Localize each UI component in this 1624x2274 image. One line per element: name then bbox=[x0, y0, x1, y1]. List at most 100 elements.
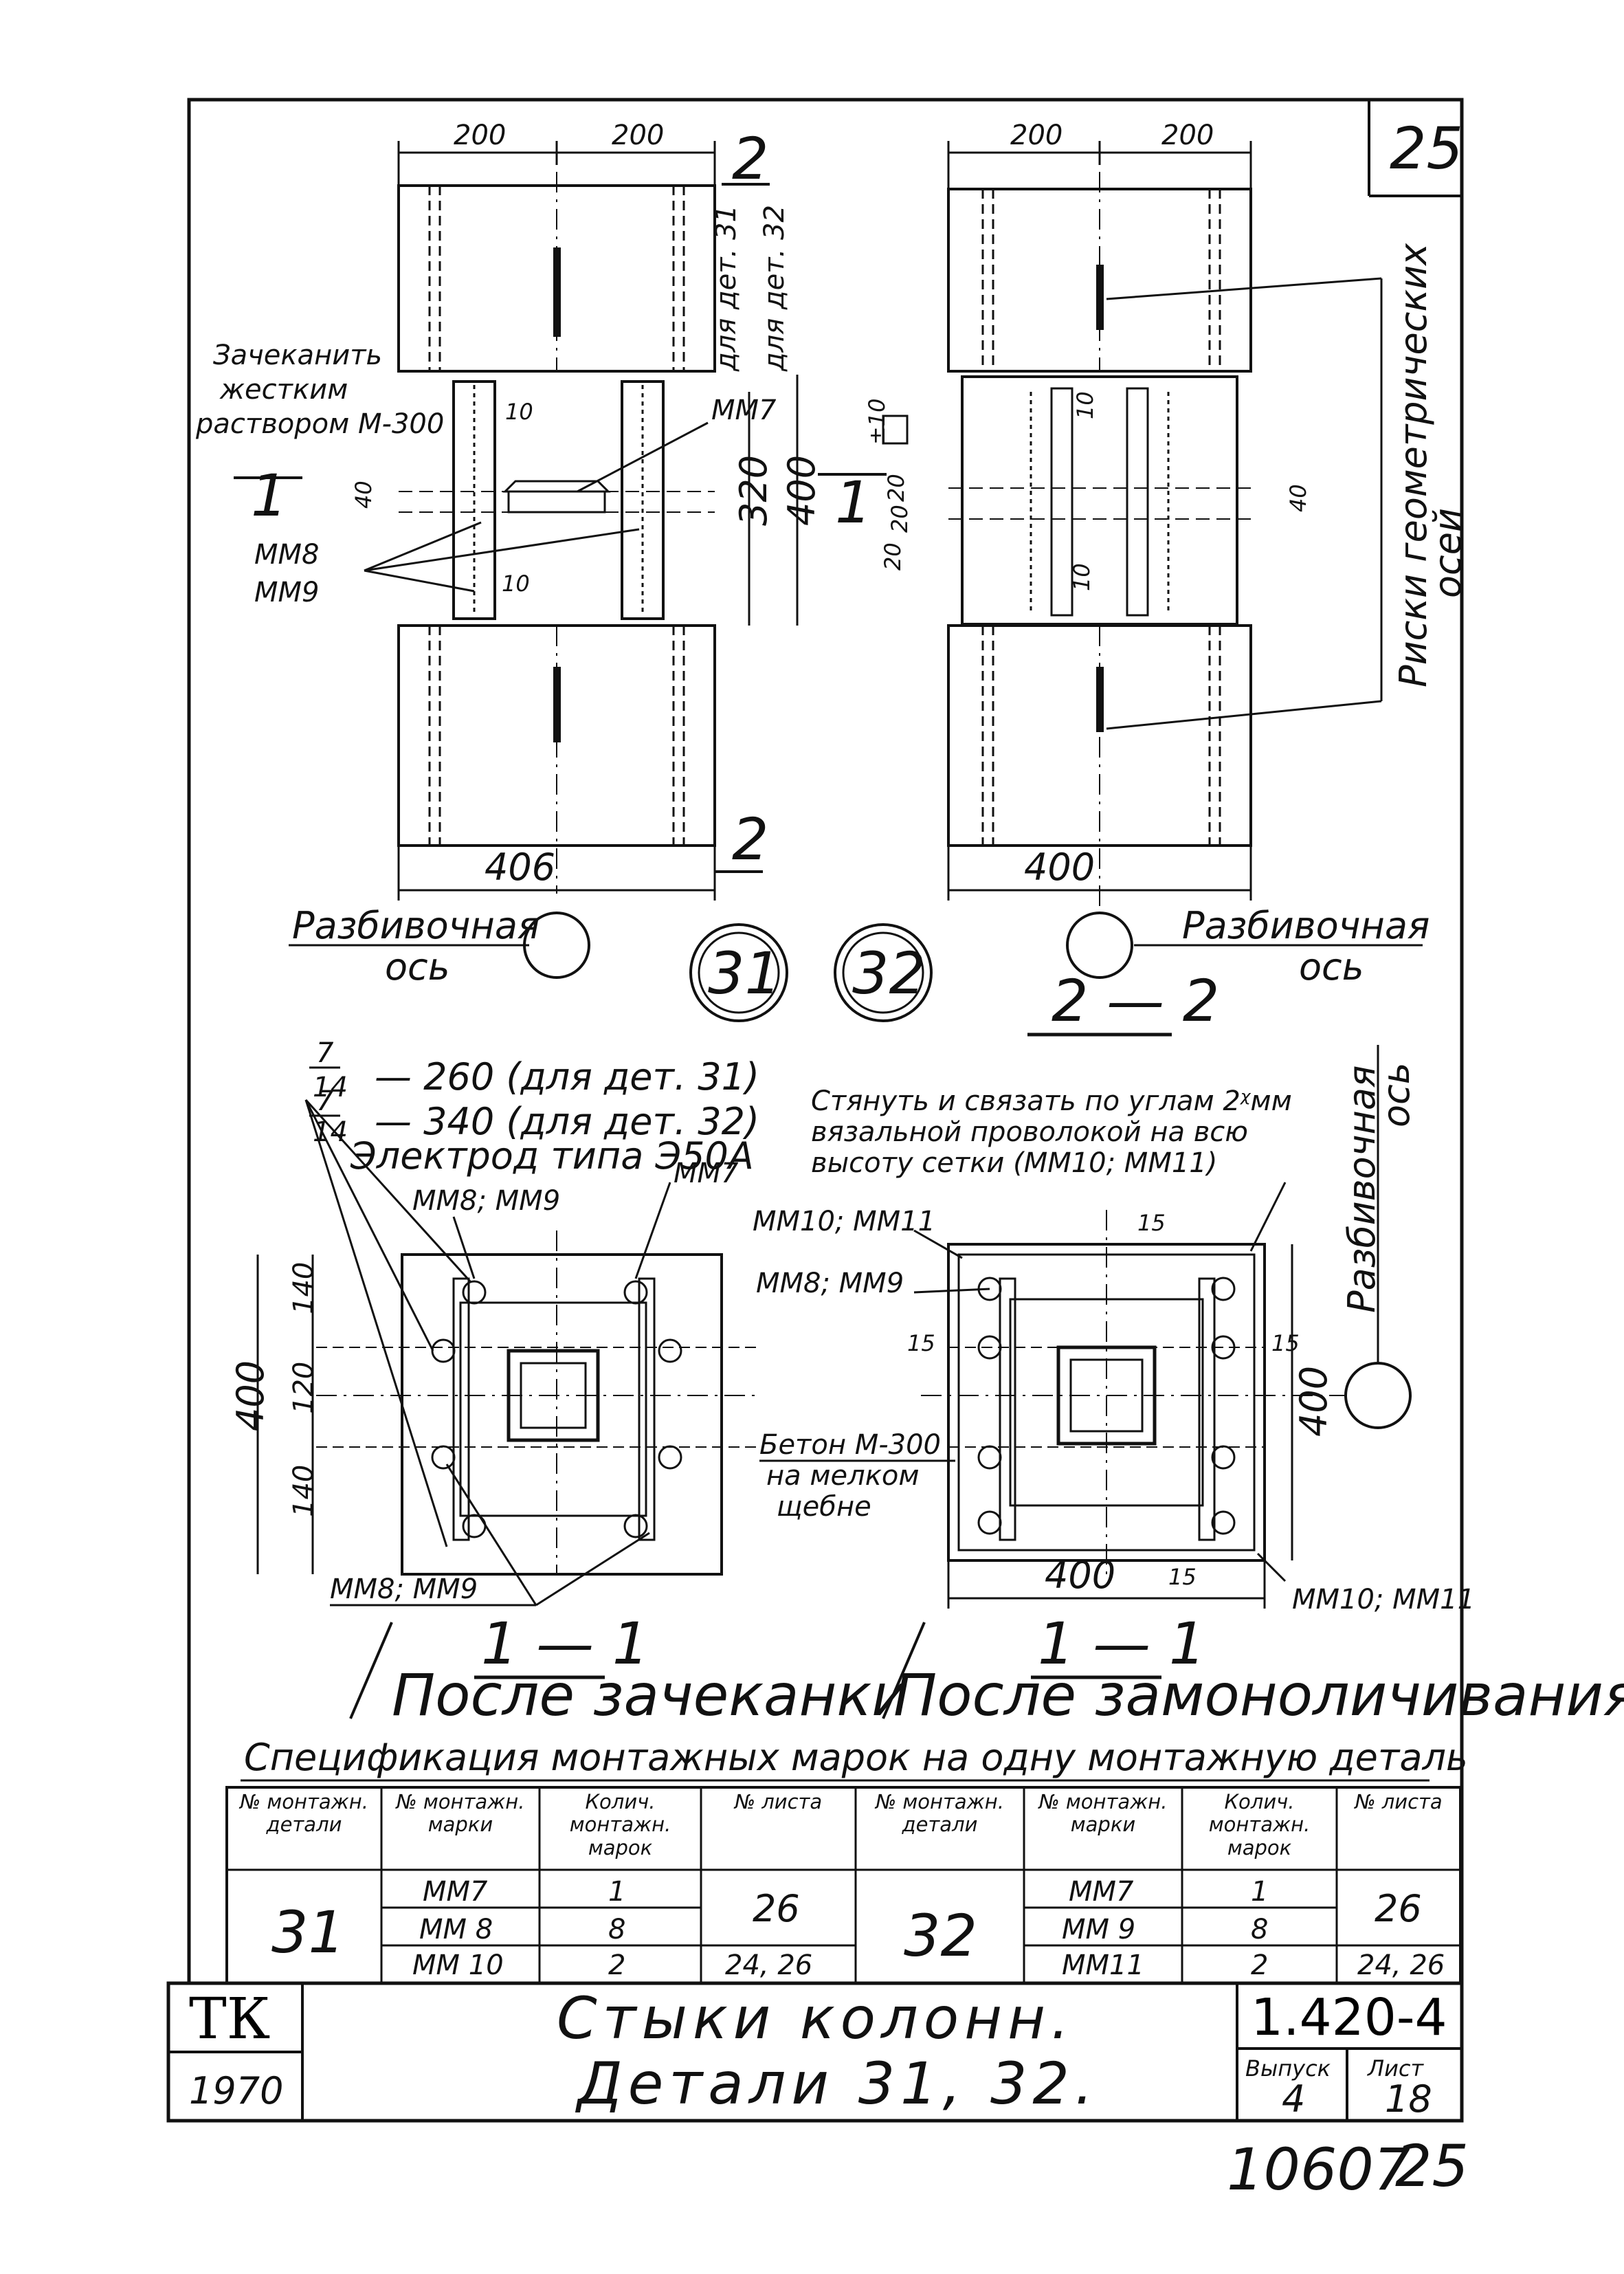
svg-text:10: 10 bbox=[1072, 391, 1098, 419]
svg-text:ММ9: ММ9 bbox=[254, 577, 319, 608]
elevation-31: 200 200 406 320 400 bbox=[195, 120, 887, 989]
table-row: ММ 10 bbox=[412, 1950, 504, 1981]
section-1-1-after-caulking: 7 14 — 260 (для дет. 31) 7 14 — 340 (для… bbox=[229, 1037, 909, 1729]
spec-header-3: Колич. монтажн. марок bbox=[569, 1791, 671, 1859]
issue-label: Выпуск bbox=[1245, 2055, 1331, 2082]
svg-text:на мелком: на мелком bbox=[766, 1460, 920, 1492]
svg-text:40: 40 bbox=[351, 481, 377, 509]
spec-header-8: № листа bbox=[1355, 1791, 1443, 1813]
svg-text:ММ8: ММ8 bbox=[254, 539, 319, 571]
title-block: ТК 1970 Стыки колонн. Детали 31, 32. 1.4… bbox=[166, 1981, 1464, 2123]
archive-number: 10607 bbox=[1227, 2136, 1410, 2203]
detail-32-label: 32 bbox=[852, 940, 926, 1007]
spec-header-1: № монтажн. детали bbox=[240, 1791, 368, 1837]
table-row: ММ 8 bbox=[419, 1914, 493, 1945]
svg-text:вязальной проволокой на всю: вязальной проволокой на всю bbox=[811, 1116, 1248, 1148]
org-mark: ТК bbox=[189, 1987, 270, 2052]
series-code: 1.420-4 bbox=[1251, 1988, 1447, 2047]
svg-text:320: 320 bbox=[732, 455, 775, 526]
section-2-2: 200 200 400 20 20 20 ±10 10 10 40 bbox=[864, 120, 1469, 1037]
svg-text:24, 26: 24, 26 bbox=[725, 1950, 812, 1981]
svg-text:400: 400 bbox=[780, 455, 823, 526]
footer: 10607 25 bbox=[1227, 2132, 1469, 2203]
svg-text:8: 8 bbox=[608, 1914, 625, 1945]
svg-text:7: 7 bbox=[316, 1037, 334, 1069]
sheet-title-line1: Стыки колонн. bbox=[557, 1985, 1075, 2052]
svg-text:2: 2 bbox=[1251, 1950, 1268, 1981]
svg-text:высоту сетки (ММ10; ММ11): высоту сетки (ММ10; ММ11) bbox=[811, 1147, 1217, 1179]
sheet-value: 18 bbox=[1385, 2077, 1432, 2121]
svg-text:Риски геометрических: Риски геометрических bbox=[1392, 243, 1435, 687]
svg-text:120: 120 bbox=[288, 1362, 320, 1414]
section-1-1-title-right: 1 — 1 bbox=[1038, 1610, 1205, 1677]
svg-text:24, 26: 24, 26 bbox=[1357, 1950, 1445, 1981]
svg-text:10: 10 bbox=[505, 399, 533, 425]
svg-text:ММ8; ММ9: ММ8; ММ9 bbox=[330, 1574, 478, 1605]
svg-text:15: 15 bbox=[1137, 1210, 1166, 1236]
table-row: ММ11 bbox=[1062, 1950, 1144, 1981]
issue-number: 4 bbox=[1282, 2077, 1305, 2121]
after-monolith-caption: После замоноличивания bbox=[893, 1662, 1624, 1729]
svg-text:ММ7: ММ7 bbox=[711, 395, 777, 426]
svg-text:жестким: жестким bbox=[219, 374, 348, 406]
svg-text:400: 400 bbox=[229, 1360, 272, 1431]
svg-text:Электрод типа Э50А: Электрод типа Э50А bbox=[350, 1134, 754, 1178]
table-row: ММ7 bbox=[423, 1876, 488, 1908]
svg-text:ось: ось bbox=[385, 945, 450, 989]
section-1-1-after-monolithing: Стянуть и связать по углам 2ᵡмм вязально… bbox=[753, 1045, 1624, 1729]
svg-text:осей: осей bbox=[1426, 508, 1469, 598]
svg-text:200: 200 bbox=[1161, 120, 1214, 151]
svg-text:1: 1 bbox=[251, 462, 287, 529]
svg-text:10: 10 bbox=[502, 571, 530, 597]
svg-text:200: 200 bbox=[612, 120, 664, 151]
svg-text:400: 400 bbox=[1045, 1554, 1115, 1597]
spec-header-7: Колич. монтажн. марок bbox=[1208, 1791, 1311, 1859]
svg-text:ММ10; ММ11: ММ10; ММ11 bbox=[753, 1206, 935, 1237]
svg-text:ММ8; ММ9: ММ8; ММ9 bbox=[412, 1185, 560, 1217]
detail-31-label: 31 bbox=[708, 940, 781, 1007]
svg-text:±10: ±10 bbox=[864, 398, 890, 445]
sheet-number-top: 25 bbox=[1390, 115, 1463, 182]
spec-header-6: № монтажн. марки bbox=[1038, 1791, 1168, 1837]
specification: Спецификация монтажных марок на одну мон… bbox=[225, 1736, 1468, 1985]
svg-text:ММ8; ММ9: ММ8; ММ9 bbox=[756, 1268, 904, 1299]
svg-text:1: 1 bbox=[835, 469, 871, 536]
svg-text:Зачеканить: Зачеканить bbox=[213, 340, 382, 371]
svg-text:15: 15 bbox=[1271, 1330, 1300, 1356]
spec-header-2: № монтажн. марки bbox=[396, 1791, 525, 1837]
year: 1970 bbox=[189, 2069, 283, 2112]
svg-text:ММ7: ММ7 bbox=[674, 1158, 739, 1189]
spec-title: Спецификация монтажных марок на одну мон… bbox=[244, 1736, 1468, 1779]
svg-text:406: 406 bbox=[485, 846, 555, 889]
svg-text:7: 7 bbox=[316, 1085, 334, 1117]
svg-text:200: 200 bbox=[454, 120, 506, 151]
svg-text:ось: ось bbox=[1375, 1062, 1418, 1127]
svg-text:Стянуть и связать по углам 2ᵡм: Стянуть и связать по углам 2ᵡмм bbox=[811, 1085, 1292, 1117]
svg-text:15: 15 bbox=[1168, 1564, 1197, 1590]
svg-text:200: 200 bbox=[1010, 120, 1063, 151]
svg-text:ММ10; ММ11: ММ10; ММ11 bbox=[1292, 1584, 1475, 1615]
svg-text:20: 20 bbox=[880, 542, 906, 571]
table-row: ММ 9 bbox=[1062, 1914, 1135, 1945]
svg-text:1: 1 bbox=[1251, 1876, 1268, 1908]
svg-text:26: 26 bbox=[753, 1887, 800, 1930]
sheet-label: Лист bbox=[1367, 2055, 1424, 2082]
section-2-2-title: 2 — 2 bbox=[1052, 967, 1219, 1035]
spec-right-detail: 32 bbox=[904, 1902, 977, 1969]
page-number: 25 bbox=[1395, 2132, 1469, 2200]
svg-text:раствором М-300: раствором М-300 bbox=[195, 408, 444, 440]
svg-text:2: 2 bbox=[732, 806, 768, 873]
svg-text:8: 8 bbox=[1251, 1914, 1268, 1945]
svg-text:2: 2 bbox=[732, 125, 768, 192]
svg-text:20: 20 bbox=[887, 505, 913, 533]
svg-text:15: 15 bbox=[907, 1330, 935, 1356]
svg-text:140: 140 bbox=[288, 1262, 320, 1314]
svg-text:Бетон М-300: Бетон М-300 bbox=[759, 1429, 941, 1461]
section-1-1-title-left: 1 — 1 bbox=[481, 1610, 649, 1677]
detail-callouts: 31 32 bbox=[689, 923, 933, 1022]
svg-text:для дет. 31: для дет. 31 bbox=[711, 205, 742, 372]
svg-text:40: 40 bbox=[1285, 484, 1311, 512]
svg-text:щебне: щебне bbox=[777, 1491, 871, 1523]
svg-text:Разбивочная: Разбивочная bbox=[1182, 904, 1430, 947]
svg-text:ось: ось bbox=[1299, 945, 1364, 989]
